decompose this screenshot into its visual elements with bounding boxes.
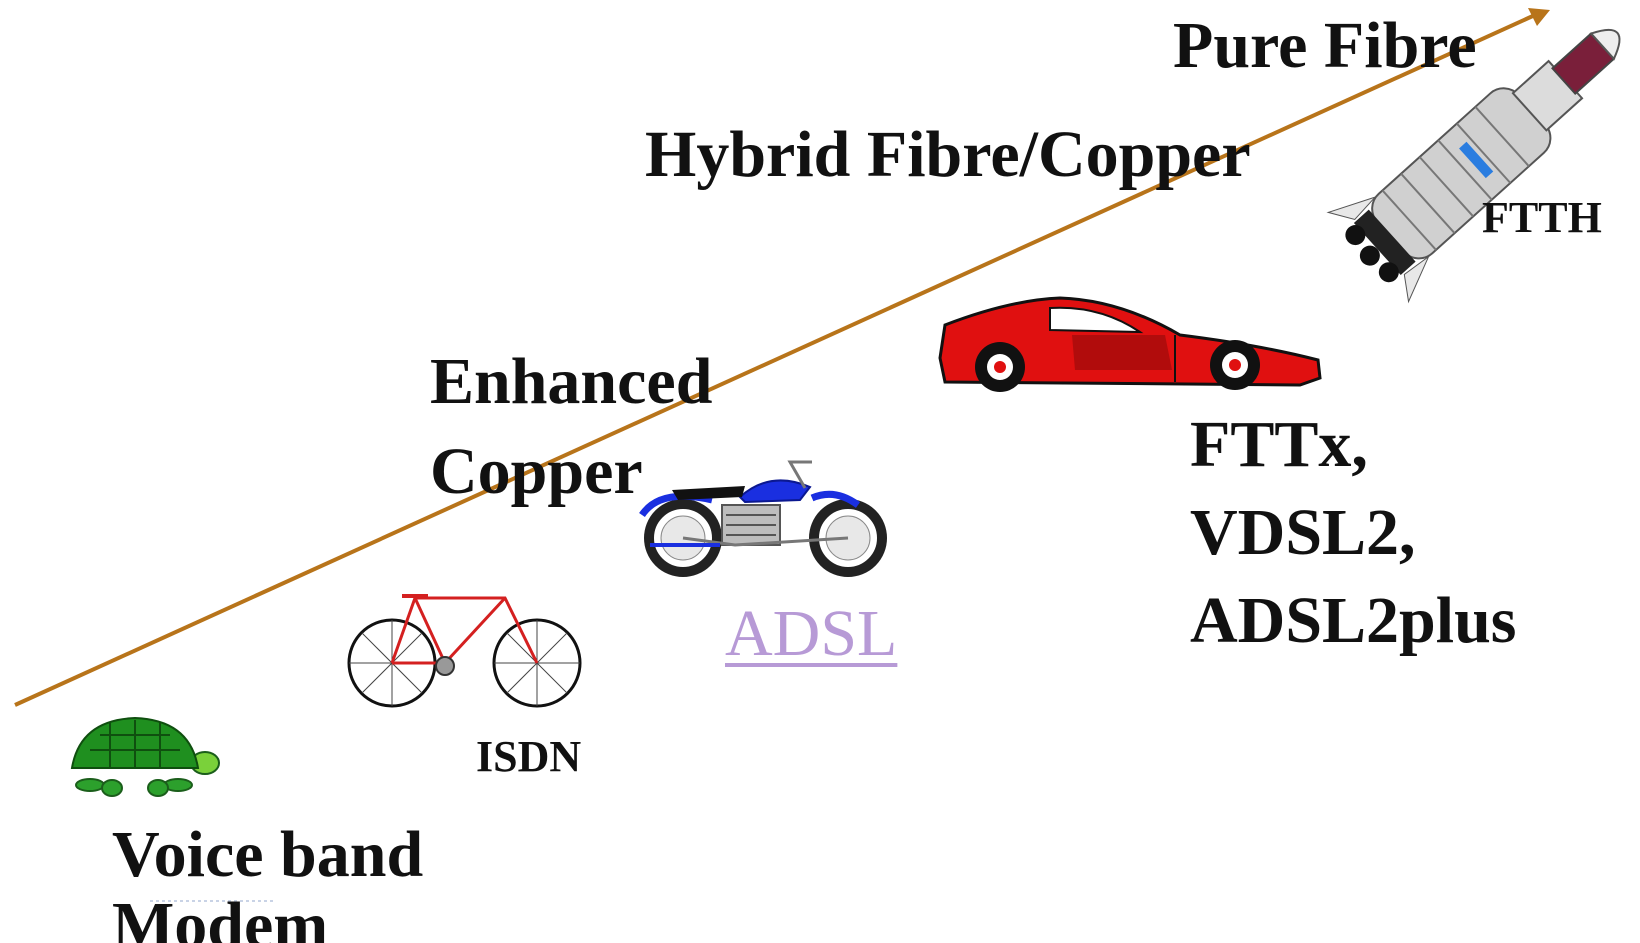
label-adsl2plus: ADSL2plus [1190, 584, 1517, 657]
label-voice-band: Voice band [112, 818, 424, 891]
label-hybrid-fibre-copper: Hybrid Fibre/Copper [645, 118, 1251, 191]
label-pure-fibre: Pure Fibre [1173, 9, 1477, 82]
label-fttx: FTTx, [1190, 408, 1368, 481]
label-isdn: ISDN [476, 732, 582, 781]
label-ftth: FTTH [1482, 193, 1602, 242]
bicycle-icon [347, 594, 582, 708]
turtle-icon [70, 716, 220, 797]
label-copper: Copper [430, 435, 643, 508]
progression-arrow [14, 8, 1550, 707]
label-modem: Modem [112, 889, 329, 943]
rocket-icon [1326, 28, 1621, 304]
motorcycle-icon [639, 460, 887, 577]
label-vdsl2: VDSL2, [1190, 496, 1416, 569]
label-enhanced: Enhanced [430, 345, 713, 418]
adsl-link[interactable]: ADSL [725, 597, 898, 670]
sports-car-icon [938, 296, 1322, 392]
